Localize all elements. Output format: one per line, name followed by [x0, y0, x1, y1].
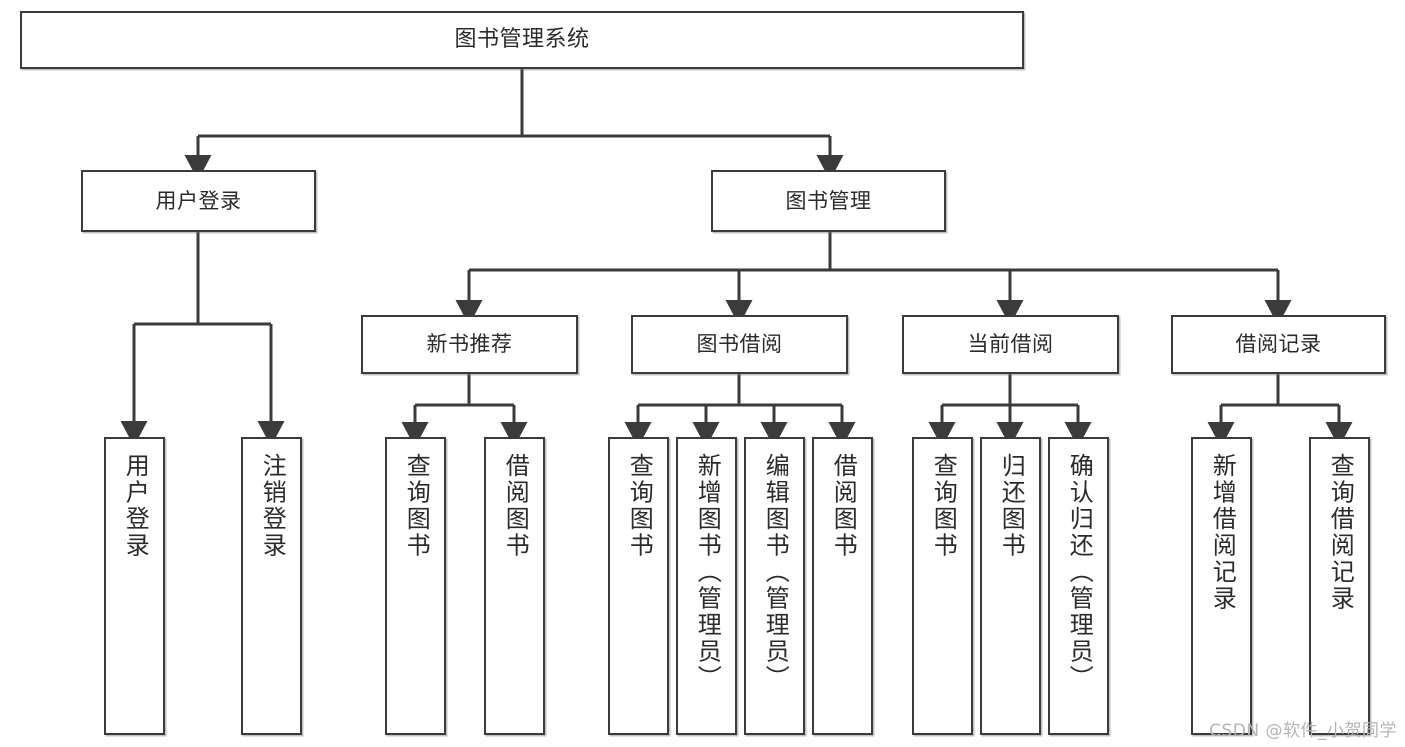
leaf-logout[interactable]: 注销登录	[241, 437, 302, 735]
node-user-login-label: 用户登录	[155, 188, 242, 213]
leaf-currentborrow-confirm-return-label: 确认归还（管理员）	[1065, 453, 1094, 692]
leaf-currentborrow-return-book[interactable]: 归还图书	[980, 437, 1041, 735]
leaf-bookborrow-borrow-book[interactable]: 借阅图书	[812, 437, 873, 735]
leaf-bookborrow-borrow-book-label: 借阅图书	[829, 453, 858, 559]
node-borrow-record-label: 借阅记录	[1235, 332, 1322, 357]
node-current-borrow[interactable]: 当前借阅	[902, 315, 1119, 374]
node-current-borrow-label: 当前借阅	[967, 332, 1054, 357]
node-new-book-recommend-label: 新书推荐	[426, 332, 513, 357]
node-book-management-label: 图书管理	[785, 188, 872, 213]
node-book-borrow[interactable]: 图书借阅	[631, 315, 848, 374]
leaf-bookborrow-add-book-label: 新增图书（管理员）	[693, 453, 722, 692]
node-borrow-record[interactable]: 借阅记录	[1171, 315, 1386, 374]
leaf-bookborrow-edit-book-label: 编辑图书（管理员）	[761, 453, 790, 692]
leaf-currentborrow-query-book-label: 查询图书	[929, 453, 958, 559]
leaf-currentborrow-query-book[interactable]: 查询图书	[912, 437, 973, 735]
node-book-management[interactable]: 图书管理	[711, 170, 946, 232]
leaf-user-login-label: 用户登录	[121, 453, 150, 559]
leaf-borrowrecord-query-record[interactable]: 查询借阅记录	[1309, 437, 1370, 735]
leaf-logout-label: 注销登录	[258, 453, 287, 559]
leaf-bookborrow-query-book[interactable]: 查询图书	[608, 437, 669, 735]
leaf-borrowrecord-add-record[interactable]: 新增借阅记录	[1191, 437, 1252, 735]
leaf-newbook-query-book[interactable]: 查询图书	[385, 437, 446, 735]
leaf-currentborrow-return-book-label: 归还图书	[997, 453, 1026, 559]
leaf-currentborrow-confirm-return[interactable]: 确认归还（管理员）	[1048, 437, 1109, 735]
leaf-bookborrow-query-book-label: 查询图书	[625, 453, 654, 559]
node-new-book-recommend[interactable]: 新书推荐	[361, 315, 578, 374]
node-user-login[interactable]: 用户登录	[81, 170, 316, 232]
leaf-user-login[interactable]: 用户登录	[104, 437, 165, 735]
node-book-borrow-label: 图书借阅	[696, 332, 783, 357]
leaf-newbook-borrow-book-label: 借阅图书	[501, 453, 530, 559]
leaf-bookborrow-add-book[interactable]: 新增图书（管理员）	[676, 437, 737, 735]
leaf-bookborrow-edit-book[interactable]: 编辑图书（管理员）	[744, 437, 805, 735]
node-root-label: 图书管理系统	[454, 27, 590, 53]
leaf-newbook-borrow-book[interactable]: 借阅图书	[484, 437, 545, 735]
leaf-borrowrecord-query-record-label: 查询借阅记录	[1326, 453, 1355, 612]
node-root[interactable]: 图书管理系统	[20, 11, 1024, 69]
leaf-borrowrecord-add-record-label: 新增借阅记录	[1208, 453, 1237, 612]
csdn-watermark: CSDN @软件_小贺同学	[1209, 721, 1397, 741]
leaf-newbook-query-book-label: 查询图书	[402, 453, 431, 559]
